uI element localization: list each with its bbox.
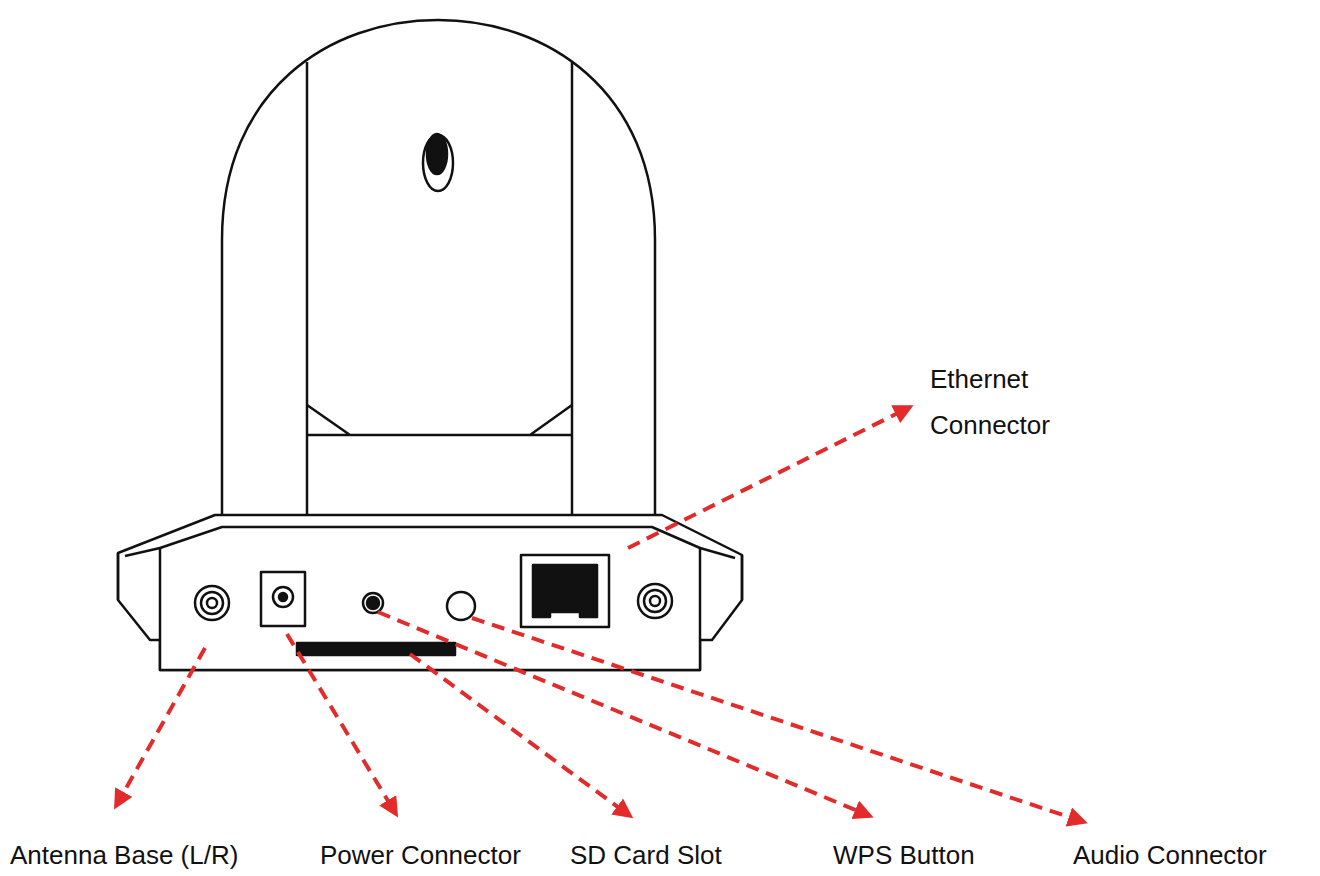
leader-line	[116, 648, 205, 806]
antenna-base-core	[207, 598, 217, 608]
head-band	[307, 62, 572, 520]
ethernet-connector	[521, 555, 609, 627]
power-pin	[279, 593, 287, 601]
part-label: Audio Connector	[1073, 840, 1267, 870]
leader-line	[410, 654, 630, 816]
part-label: Power Connector	[320, 840, 521, 870]
power-connector	[261, 572, 305, 626]
antenna-base-core	[650, 596, 660, 606]
antenna-base	[638, 584, 672, 618]
sd-card-slot	[297, 643, 455, 655]
leader-line	[628, 407, 910, 548]
head-neck	[307, 405, 572, 435]
lens	[427, 134, 447, 174]
power-pin-ring	[273, 587, 293, 607]
wps-button-core	[367, 597, 379, 609]
leader-line	[287, 634, 396, 814]
part-label: Antenna Base (L/R)	[10, 840, 238, 870]
base-front	[160, 527, 700, 670]
ethernet-port	[533, 565, 597, 617]
part-label: Ethernet Connector	[930, 356, 1090, 448]
part-label: SD Card Slot	[570, 840, 722, 870]
camera-head	[222, 20, 655, 520]
leader-line	[378, 612, 870, 816]
audio-connector	[447, 592, 475, 620]
antenna-base	[195, 586, 229, 620]
antenna-base-ring	[644, 590, 666, 612]
base-shoulders	[125, 548, 735, 558]
lens-ring	[423, 135, 453, 191]
part-label: WPS Button	[833, 840, 975, 870]
wps-button	[363, 593, 383, 613]
leader-line	[472, 618, 1084, 822]
antenna-base-ring	[201, 592, 223, 614]
